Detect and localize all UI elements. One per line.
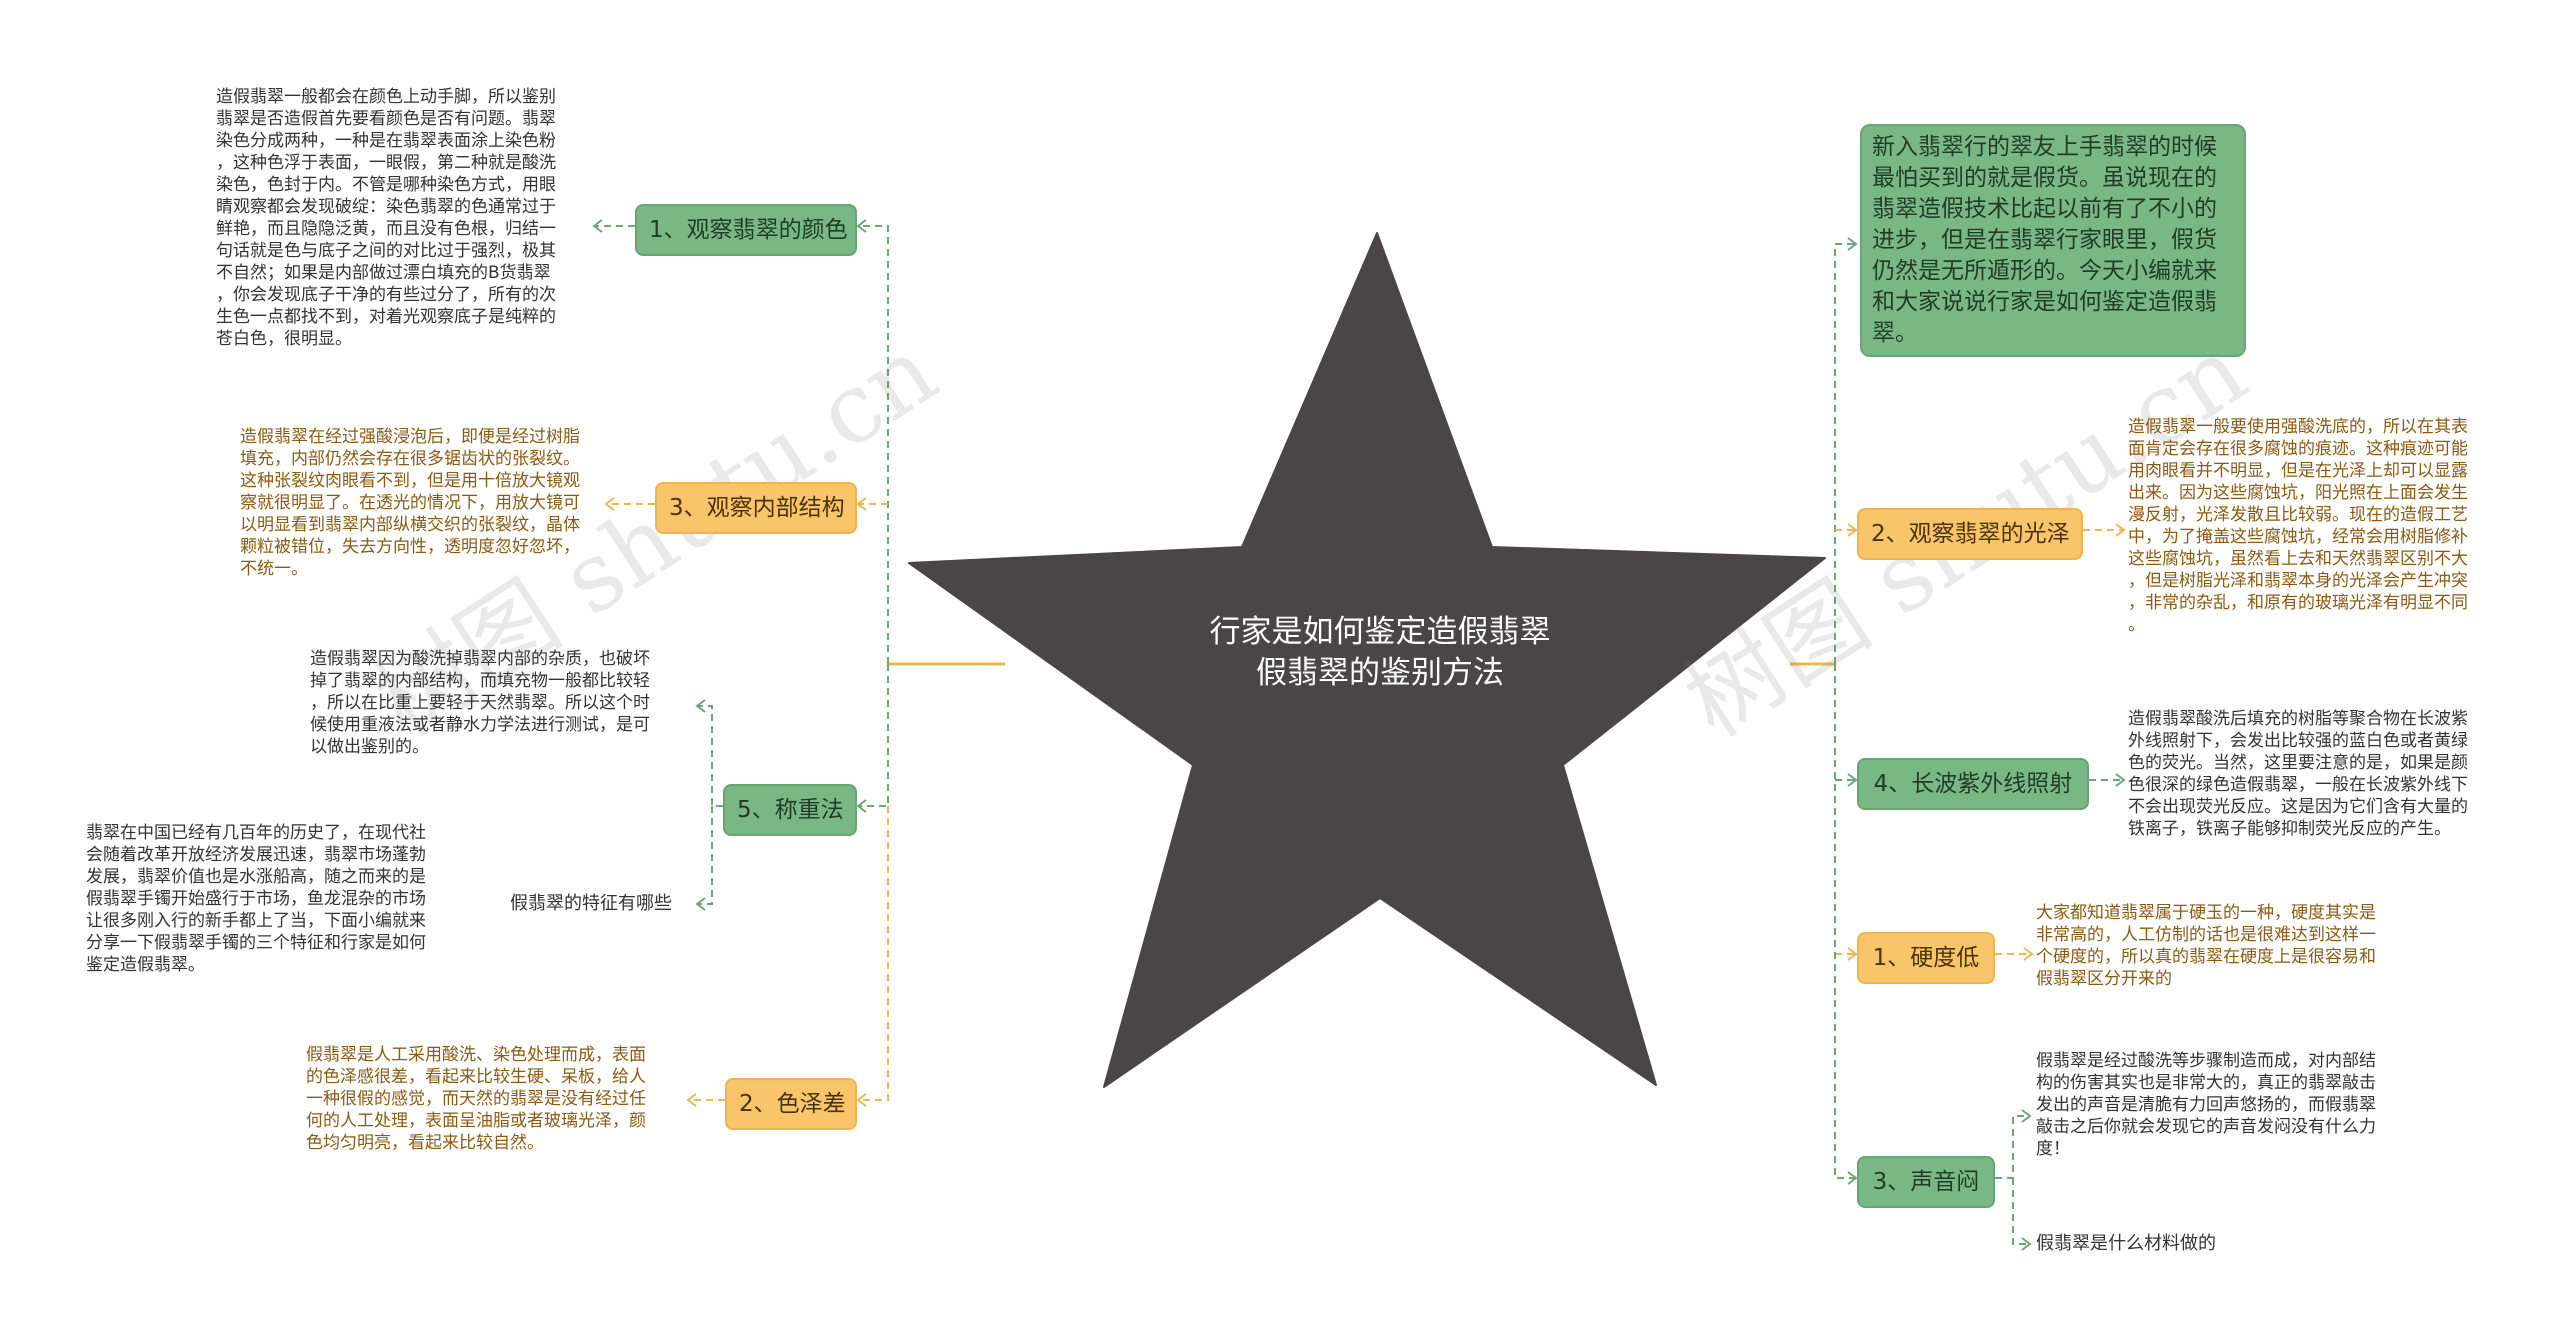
center-star-shape [908, 232, 1826, 1088]
text-weighing: 造假翡翠因为酸洗掉翡翠内部的杂质，也破坏 掉了翡翠的内部结构，而填充物一般都比较… [310, 649, 650, 757]
node-dull-sound[interactable]: 3、声音闷 [1857, 1156, 1995, 1208]
text-dull-sound: 假翡翠是经过酸洗等步骤制造而成，对内部结 构的伤害其实也是非常大的，真正的翡翠敲… [2036, 1051, 2376, 1159]
text-uv-light: 造假翡翠酸洗后填充的树脂等聚合物在长波紫 外线照射下，会发出比较强的蓝白色或者黄… [2128, 709, 2468, 839]
node-observe-color[interactable]: 1、观察翡翠的颜色 [635, 204, 857, 256]
node-poor-luster[interactable]: 2、色泽差 [725, 1078, 857, 1130]
text-poor-luster: 假翡翠是人工采用酸洗、染色处理而成，表面 的色泽感很差，看起来比较生硬、呆板，给… [306, 1045, 646, 1153]
text-low-hardness: 大家都知道翡翠属于硬玉的一种，硬度其实是 非常高的，人工仿制的话也是很难达到这样… [2036, 903, 2376, 989]
node-weighing[interactable]: 5、称重法 [723, 784, 857, 836]
text-observe-color: 造假翡翠一般都会在颜色上动手脚，所以鉴别 翡翠是否造假首先要看颜色是否有问题。翡… [216, 87, 556, 349]
node-internal-structure[interactable]: 3、观察内部结构 [655, 482, 857, 534]
text-internal-structure: 造假翡翠在经过强酸浸泡后，即便是经过树脂 填充，内部仍然会存在很多锯齿状的张裂纹… [240, 427, 580, 579]
text-observe-luster: 造假翡翠一般要使用强酸洗底的，所以在其表 面肯定会存在很多腐蚀的痕迹。这种痕迹可… [2128, 417, 2468, 635]
node-features[interactable]: 假翡翠的特征有哪些 [510, 893, 672, 914]
intro-node[interactable]: 新入翡翠行的翠友上手翡翠的时候最怕买到的就是假货。虽说现在的翡翠造假技术比起以前… [1860, 124, 2246, 357]
text-features: 翡翠在中国已经有几百年的历史了，在现代社 会随着改革开放经济发展迅速，翡翠市场蓬… [86, 823, 426, 975]
center-title: 行家是如何鉴定造假翡翠 假翡翠的鉴别方法 [1209, 614, 1551, 691]
node-uv-light[interactable]: 4、长波紫外线照射 [1857, 758, 2089, 810]
node-observe-luster[interactable]: 2、观察翡翠的光泽 [1857, 508, 2083, 560]
node-low-hardness[interactable]: 1、硬度低 [1857, 932, 1995, 984]
node-fake-material[interactable]: 假翡翠是什么材料做的 [2036, 1233, 2216, 1254]
